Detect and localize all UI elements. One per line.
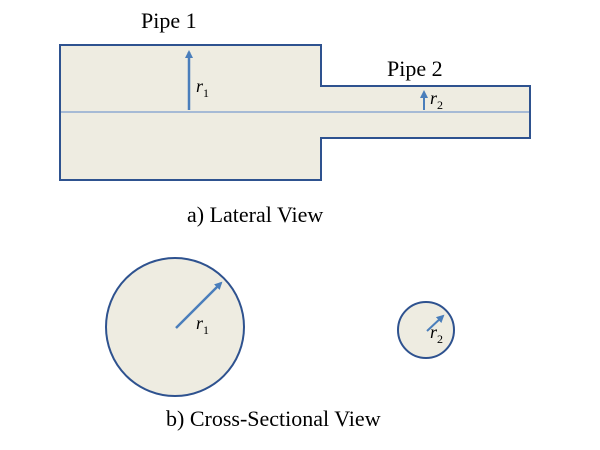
- pipe2-label: Pipe 2: [387, 56, 443, 81]
- lateral-view: Pipe 1 Pipe 2 r1 r2 a) Lateral View: [59, 8, 531, 227]
- r1-label-cross-section: r1: [196, 313, 209, 337]
- r2-label-cross-section: r2: [430, 322, 443, 346]
- r2-label-lateral: r2: [430, 88, 443, 112]
- cross-section-caption: b) Cross-Sectional View: [166, 406, 381, 431]
- pipe2-cross-section: [397, 301, 455, 359]
- r1-label-lateral: r1: [196, 76, 209, 100]
- lateral-view-caption: a) Lateral View: [187, 202, 323, 227]
- cross-section-view: r1 r2 b) Cross-Sectional View: [105, 257, 455, 431]
- r1-arrow-cross-section: [175, 281, 223, 329]
- r2-arrow-cross-section: [426, 314, 445, 332]
- pipe1-label: Pipe 1: [141, 8, 197, 33]
- pipe1-cross-section: [105, 257, 245, 397]
